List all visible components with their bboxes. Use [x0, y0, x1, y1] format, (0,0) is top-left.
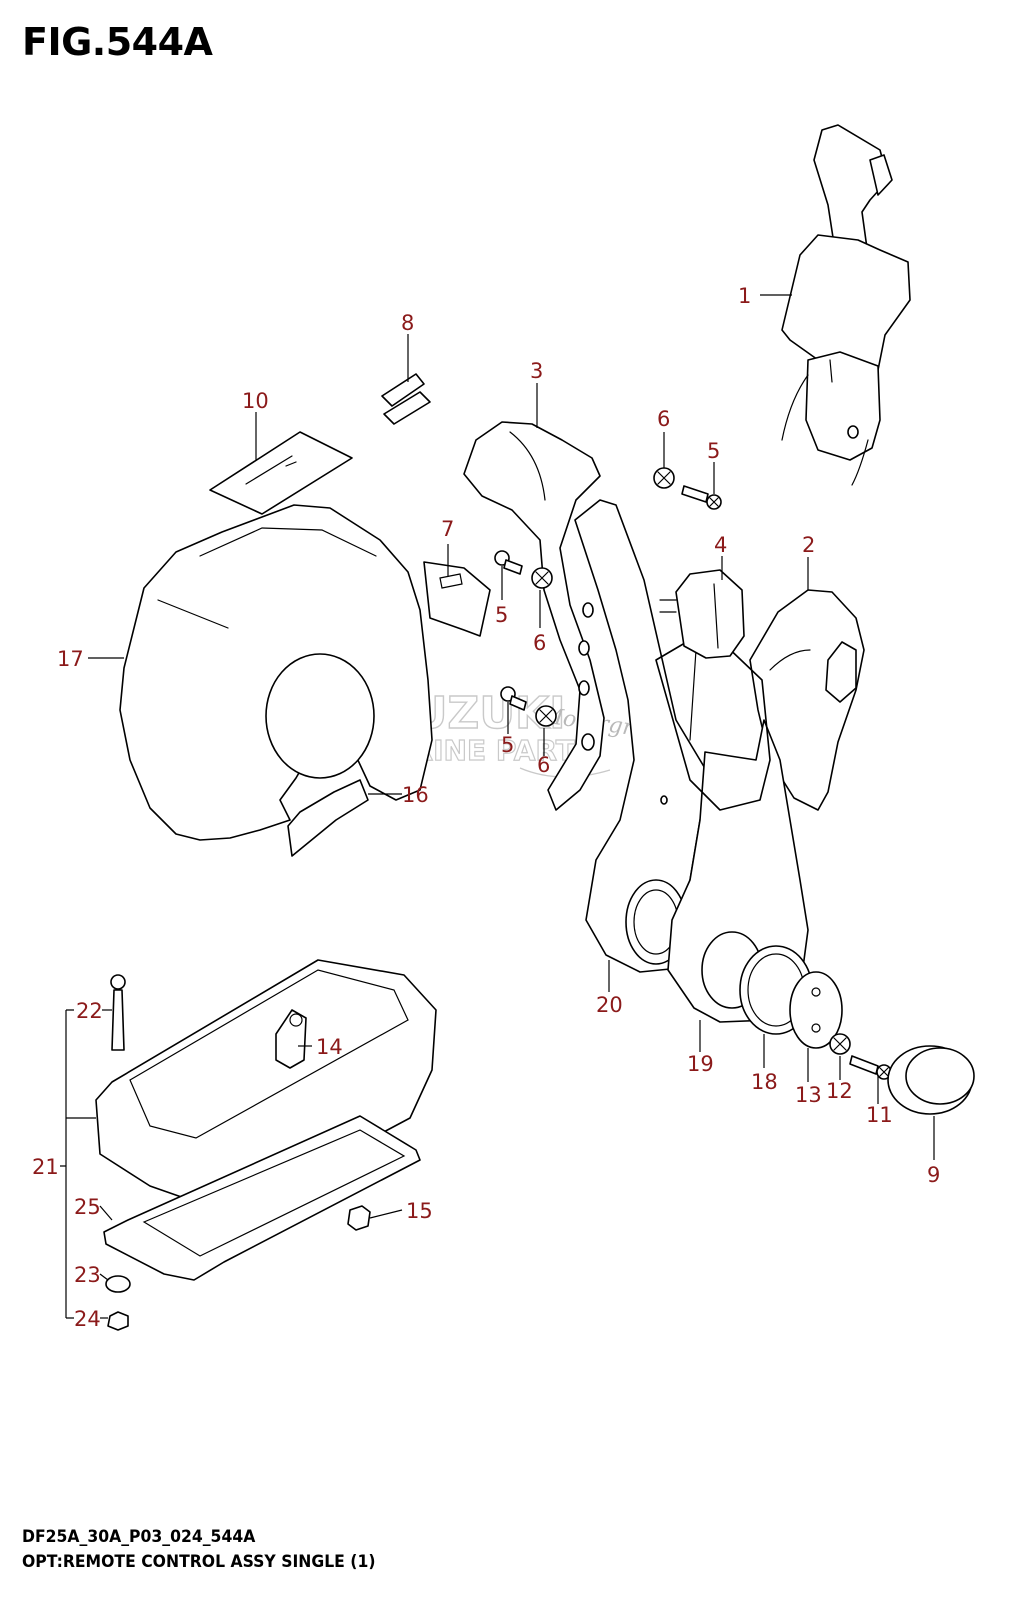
callout-3: 3 [530, 359, 543, 383]
callout-6b: 6 [533, 631, 546, 655]
callout-17: 17 [57, 647, 84, 671]
part-5-screw-upper [681, 485, 722, 510]
part-17-main-cover [119, 504, 433, 841]
part-12-washer [829, 1033, 851, 1055]
callout-24: 24 [74, 1307, 101, 1331]
part-4-knob [659, 569, 745, 659]
part-7-clip [423, 561, 491, 637]
part-21-base [95, 959, 437, 1281]
callout-1: 1 [738, 284, 751, 308]
callout-19: 19 [687, 1052, 714, 1076]
callout-10: 10 [242, 389, 269, 413]
part-8-emblem [381, 373, 431, 425]
callout-6c: 6 [537, 753, 550, 777]
part-1-control-handle [781, 124, 911, 486]
callout-18: 18 [751, 1070, 778, 1094]
part-22-bolt [110, 974, 126, 1051]
callout-20: 20 [596, 993, 623, 1017]
part-23-washer [105, 1275, 131, 1293]
part-6-washer-mid [531, 567, 553, 589]
part-15-clip [347, 1205, 371, 1231]
diagram-title: OPT:REMOTE CONTROL ASSY SINGLE (1) [22, 1552, 376, 1572]
leader-lines [60, 294, 935, 1319]
callout-23: 23 [74, 1263, 101, 1287]
part-5-screw-low [500, 686, 527, 711]
callout-14: 14 [316, 1035, 343, 1059]
diagram-code: DF25A_30A_P03_024_544A [22, 1527, 256, 1547]
callout-4: 4 [714, 533, 727, 557]
callout-13: 13 [795, 1083, 822, 1107]
callout-11: 11 [866, 1103, 893, 1127]
part-6-washer-low [535, 705, 557, 727]
callout-5c: 5 [501, 733, 514, 757]
page-title: FIG.544A [22, 20, 213, 64]
callout-25: 25 [74, 1195, 101, 1219]
part-16-insert [287, 779, 369, 857]
part-9-cap [887, 1045, 975, 1115]
part-11-screw [849, 1055, 892, 1080]
callout-15: 15 [406, 1199, 433, 1223]
callouts: 1 2 3 4 5 5 5 6 6 6 7 8 9 10 11 12 13 14… [32, 284, 940, 1331]
callout-2: 2 [802, 533, 815, 557]
callout-22: 22 [76, 999, 103, 1023]
callout-7: 7 [441, 517, 454, 541]
callout-12: 12 [826, 1079, 853, 1103]
callout-5b: 5 [495, 603, 508, 627]
callout-21: 21 [32, 1155, 59, 1179]
callout-6a: 6 [657, 407, 670, 431]
callout-16: 16 [402, 783, 429, 807]
callout-8: 8 [401, 311, 414, 335]
part-13-disc [789, 971, 843, 1049]
callout-5a: 5 [707, 439, 720, 463]
part-24-nut [107, 1311, 129, 1331]
callout-9: 9 [927, 1163, 940, 1187]
part-10-indicator-plate [209, 431, 353, 515]
part-3-cover-plate [463, 421, 605, 811]
part-5-screw-mid [494, 550, 523, 575]
part-6-washer-upper [653, 467, 675, 489]
